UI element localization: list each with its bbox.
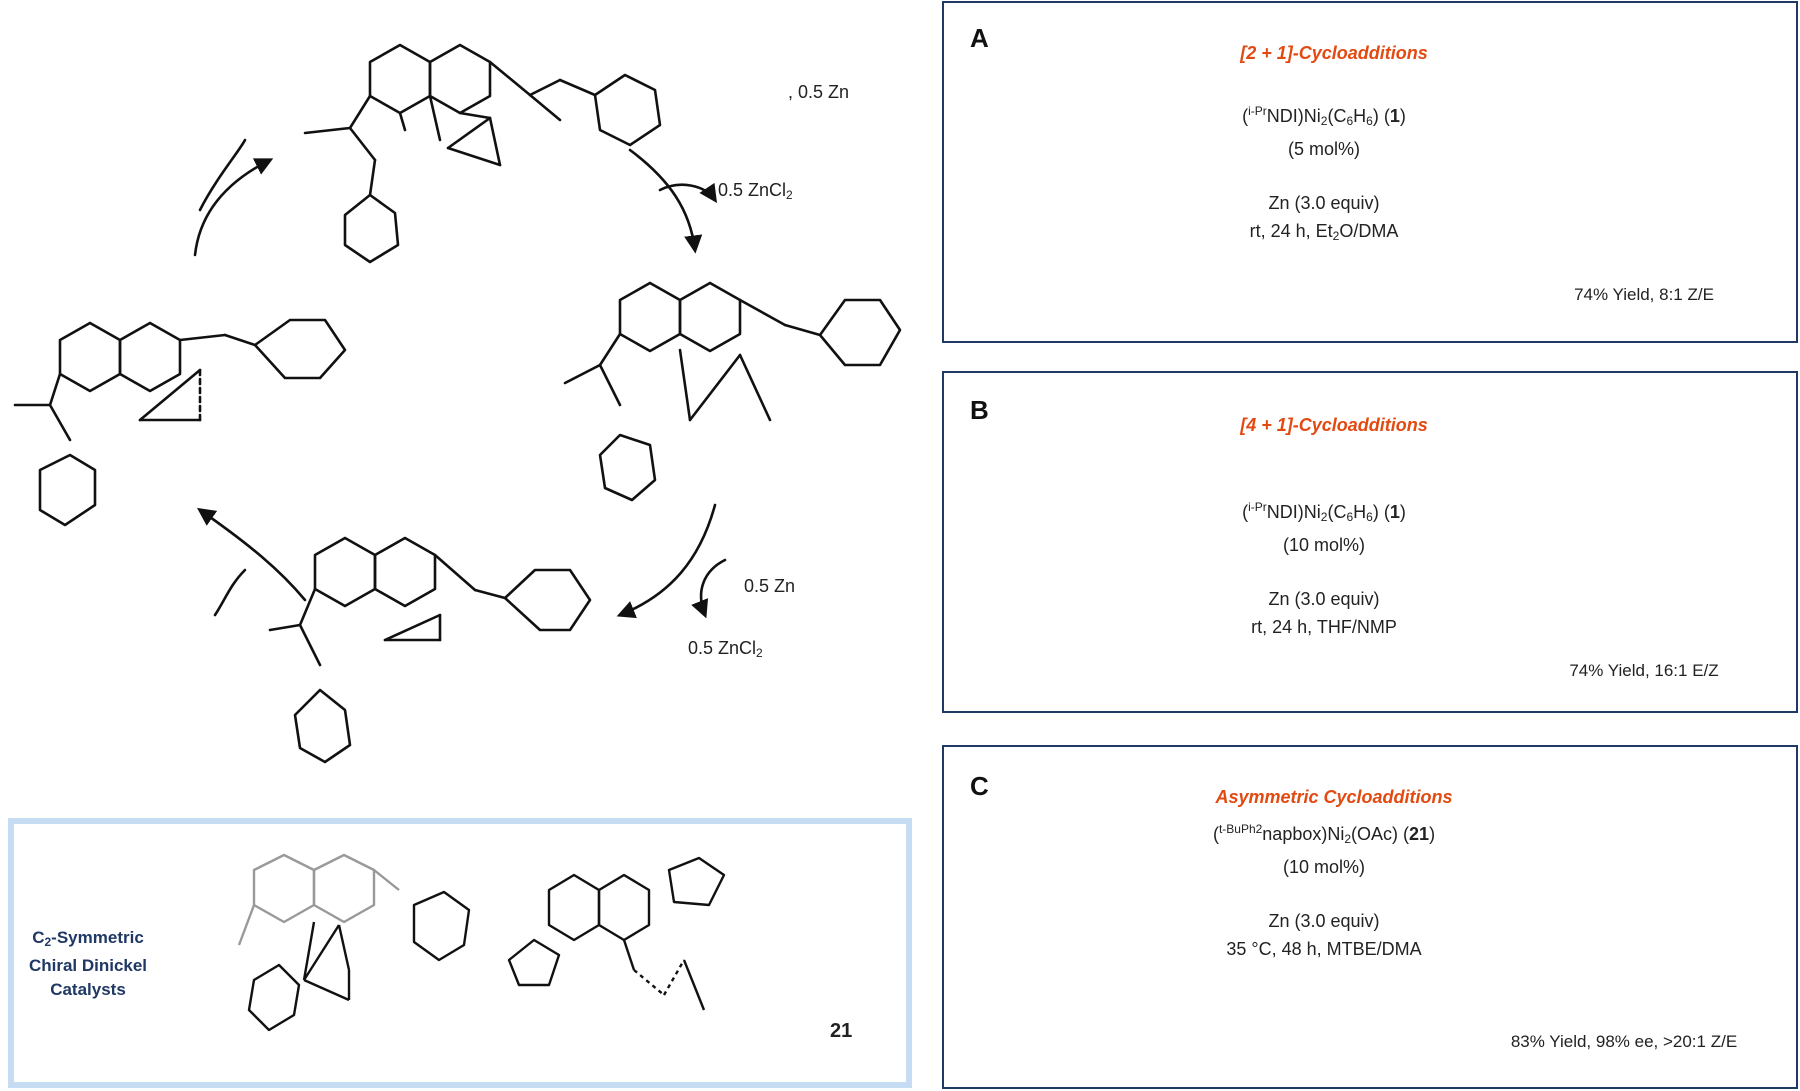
panel-b-conds: rt, 24 h, THF/NMP: [1251, 617, 1397, 637]
panel-a-conds: rt, 24 h, Et2O/DMA: [1249, 221, 1399, 243]
panel-a-loading: (5 mol%): [1287, 139, 1360, 159]
panel-c-ligand: t-BuPh2: [1218, 822, 1263, 836]
panel-c-conditions: (t-BuPh2napbox)Ni2(OAc) (21) (10 mol%) Z…: [1144, 815, 1504, 963]
panel-a-catalyst-number: 1: [1389, 106, 1400, 126]
catalyst-structures: [237, 853, 726, 1032]
panel-c-yield: 83% Yield, 98% ee, >20:1 Z/E: [1510, 1032, 1738, 1051]
panel-c-catalyst-rest: (OAc) (: [1351, 824, 1410, 844]
zncl2-mid-sub: 2: [756, 646, 763, 660]
panel-a-ligand: i-Pr: [1248, 104, 1267, 118]
panel-c-reductant: Zn (3.0 equiv): [1268, 911, 1380, 931]
panel-a-conditions: (i-PrNDI)Ni2(C6H6) (1) (5 mol%) Zn (3.0 …: [1164, 97, 1484, 250]
zn-label-mid: 0.5 Zn: [744, 576, 796, 596]
panel-b-reductant: Zn (3.0 equiv): [1268, 589, 1380, 609]
panel-a-catalyst-main: NDI)Ni: [1266, 106, 1321, 126]
panel-a-title: [2 + 1]-Cycloadditions: [1240, 43, 1428, 63]
panel-c: C Asymmetric Cycloadditions (t-BuPh2napb…: [942, 745, 1798, 1089]
compound-21-label: 21: [830, 1020, 853, 1042]
panel-a-conds-tail: O/DMA: [1339, 221, 1399, 241]
panel-a-conds-text: rt, 24 h, Et: [1249, 221, 1333, 241]
complex-right: [563, 281, 902, 502]
panel-b-catalyst-number: 1: [1389, 502, 1400, 522]
panel-b-conditions: (i-PrNDI)Ni2(C6H6) (1) (10 mol%) Zn (3.0…: [1164, 493, 1484, 641]
panel-c-catalyst-number: 21: [1409, 824, 1430, 844]
panel-a: A [2 + 1]-Cycloadditions (i-PrNDI)Ni2(C6…: [942, 1, 1798, 343]
complex-top: [303, 43, 662, 264]
panel-b-yield: 74% Yield, 16:1 E/Z: [1569, 661, 1719, 680]
panel-c-catalyst: (t-BuPh2napbox)Ni2(OAc) (21): [1212, 822, 1436, 846]
zncl2-mid-text: 0.5 ZnCl: [688, 638, 757, 658]
panel-a-yield: 74% Yield, 8:1 Z/E: [1574, 285, 1714, 304]
catalyst-box: C2-Symmetric Chiral Dinickel Catalysts: [8, 818, 912, 1088]
panel-a-letter: A: [970, 23, 989, 53]
catalyst-title-line2: Chiral Dinickel: [28, 956, 148, 975]
panel-c-conds: 35 °C, 48 h, MTBE/DMA: [1226, 939, 1422, 959]
zncl2-label-top: 0.5 ZnCl2: [718, 180, 793, 202]
catalyst-title-line1: C2-Symmetric: [32, 928, 144, 949]
complex-left: [13, 318, 347, 527]
zncl2-top-sub: 2: [786, 188, 793, 202]
panel-c-title: Asymmetric Cycloadditions: [1215, 787, 1453, 807]
panel-a-catalyst-rest: (C: [1327, 106, 1347, 126]
panel-c-catalyst-main: napbox)Ni: [1262, 824, 1345, 844]
complex-bottom: [268, 536, 592, 764]
cycle-arrows: [193, 138, 727, 619]
panel-c-loading: (10 mol%): [1282, 857, 1366, 877]
panel-b: B [4 + 1]-Cycloadditions (i-PrNDI)Ni2(C6…: [942, 371, 1798, 713]
zn-label-top: , 0.5 Zn: [788, 82, 850, 102]
zncl2-label-mid: 0.5 ZnCl2: [688, 638, 763, 660]
panel-b-ligand: i-Pr: [1248, 500, 1267, 514]
panel-a-reductant: Zn (3.0 equiv): [1268, 193, 1380, 213]
panel-b-loading: (10 mol%): [1282, 535, 1366, 555]
panel-b-catalyst-main: NDI)Ni: [1266, 502, 1321, 522]
catalyst-title-line3: Catalysts: [50, 980, 126, 999]
panel-b-catalyst-rest: (C: [1327, 502, 1347, 522]
panel-c-letter: C: [970, 771, 989, 801]
panel-b-letter: B: [970, 395, 989, 425]
zncl2-top-text: 0.5 ZnCl: [718, 180, 787, 200]
panel-b-catalyst: (i-PrNDI)Ni2(C6H6) (1): [1242, 500, 1406, 524]
panel-b-title: [4 + 1]-Cycloadditions: [1240, 415, 1428, 435]
panel-a-catalyst: (i-PrNDI)Ni2(C6H6) (1): [1242, 104, 1406, 128]
catalyst-box-title: C2-Symmetric Chiral Dinickel Catalysts: [28, 926, 148, 1002]
